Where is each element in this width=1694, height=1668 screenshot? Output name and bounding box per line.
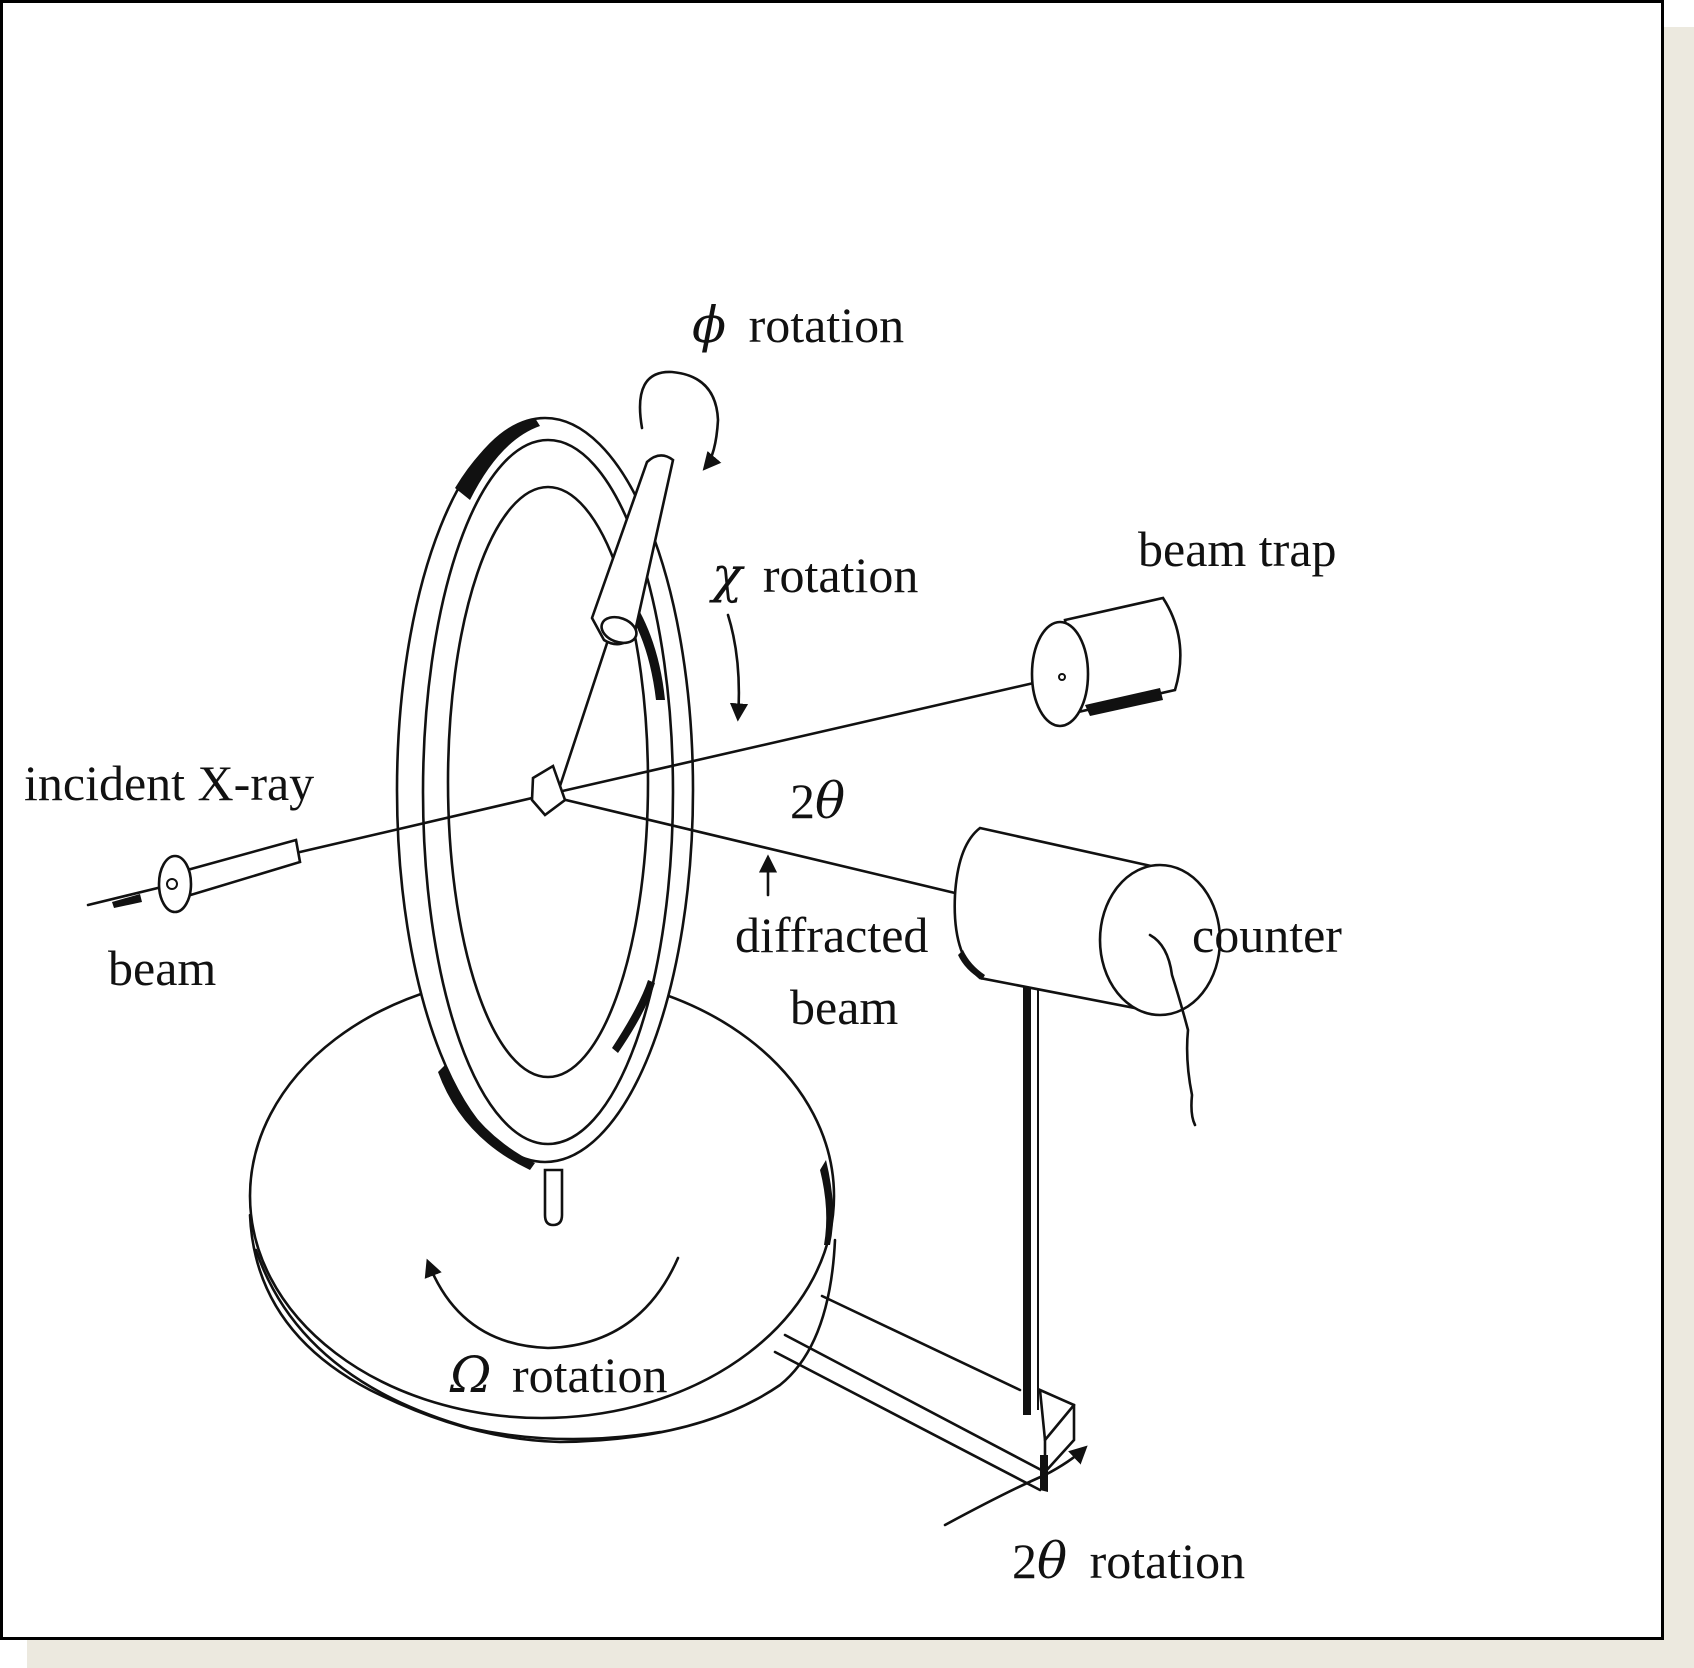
two-theta-arm [773,1294,1076,1492]
label-diffracted: diffracted [735,907,928,963]
label-chi-rotation: χ rotation [709,546,918,604]
incident-beam [86,793,547,914]
omega-base-disc [248,972,837,1444]
label-incident-beam: beam [108,940,216,996]
label-beam-trap: beam trap [1138,521,1337,577]
label-diffracted-beam: beam [790,979,898,1035]
beam-trap [1030,596,1182,728]
omega-spindle [543,1168,564,1227]
phi-spindle [530,454,675,817]
label-omega-rotation: Ω rotation [449,1346,668,1404]
counter-post [1023,985,1039,1415]
transmitted-beam [543,675,1062,797]
phi-rotation-arrow [638,370,722,471]
counter-detector [953,826,1222,1127]
omega-rotation-arrow [424,1256,680,1350]
chi-rotation-arrow [726,613,749,722]
label-two-theta-rotation: 2θ rotation [1012,1532,1245,1590]
crystal-sample [530,764,567,817]
label-phi-rotation: ϕ rotation [692,296,904,354]
figure-frame [0,0,1664,1640]
label-two-theta: 2θ [790,772,845,830]
diffracted-beam [543,793,957,895]
label-counter: counter [1192,907,1342,963]
label-incident-xray: incident X-ray [24,755,314,811]
two-theta-rotation-arrow [943,1445,1088,1527]
